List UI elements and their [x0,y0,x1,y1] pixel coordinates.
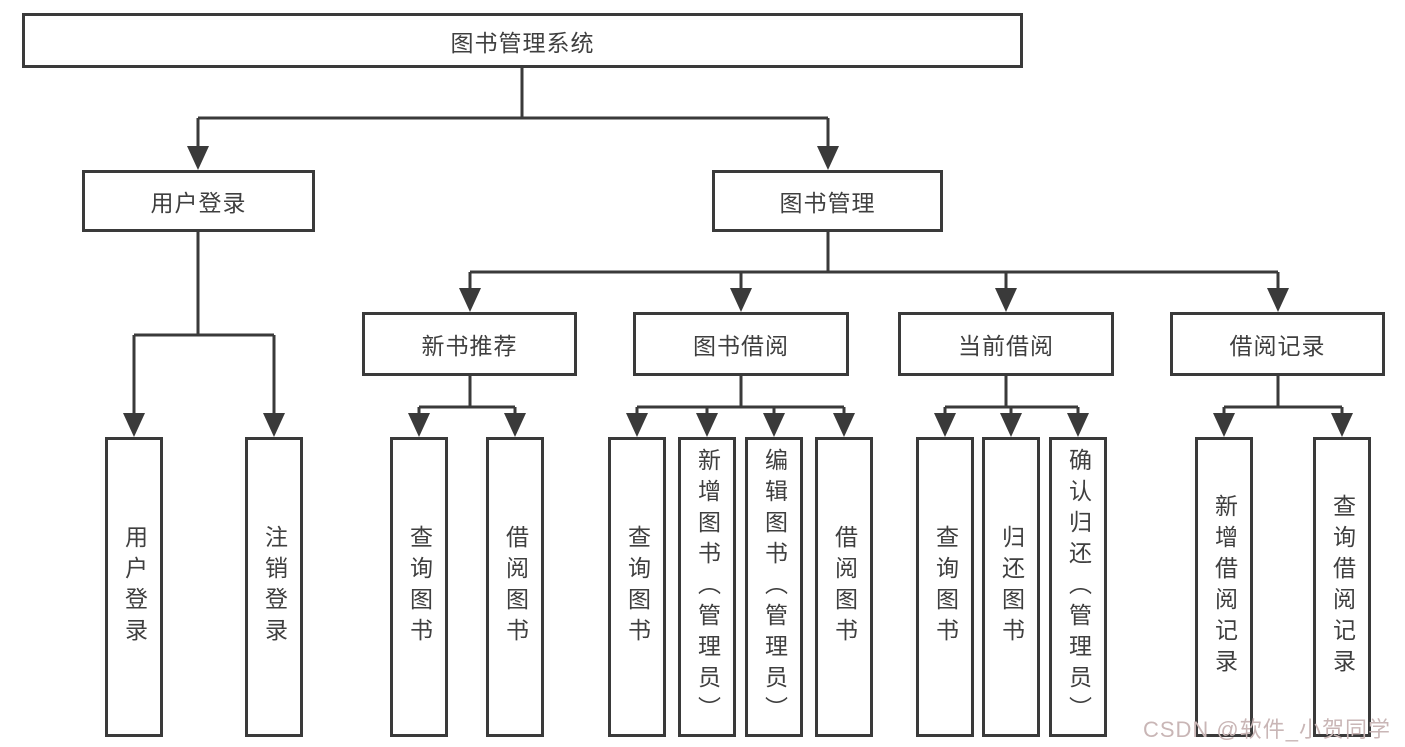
arrowhead-icon [187,146,209,170]
arrowhead-icon [408,413,430,437]
node-leaf-bb-add-book-admin-label: 新增图书（管理员） [694,447,721,727]
node-leaf-cb-return-book-label: 归还图书 [998,525,1025,649]
node-leaf-br-query-record-label: 查询借阅记录 [1329,494,1356,680]
arrowhead-icon [730,288,752,312]
node-leaf-cb-query-book: 查询图书 [916,437,974,737]
node-current-borrow-label: 当前借阅 [958,333,1054,359]
node-book-management: 图书管理 [712,170,943,232]
node-leaf-bb-edit-book-admin: 编辑图书（管理员） [745,437,803,737]
node-leaf-br-add-record: 新增借阅记录 [1195,437,1253,737]
node-new-book-recommend: 新书推荐 [362,312,577,376]
node-leaf-br-query-record: 查询借阅记录 [1313,437,1371,737]
node-book-management-label: 图书管理 [779,190,876,216]
node-leaf-cb-return-book: 归还图书 [982,437,1040,737]
arrowhead-icon [934,413,956,437]
node-leaf-nb-borrow-book: 借阅图书 [486,437,544,737]
arrowhead-icon [1331,413,1353,437]
arrowhead-icon [459,288,481,312]
node-root-label: 图书管理系统 [450,29,595,56]
node-book-borrow-label: 图书借阅 [693,333,789,359]
node-leaf-nb-query-book: 查询图书 [390,437,448,737]
node-borrow-records: 借阅记录 [1170,312,1385,376]
node-leaf-bb-edit-book-admin-label: 编辑图书（管理员） [761,447,788,727]
arrowhead-icon [1000,413,1022,437]
arrowhead-icon [995,288,1017,312]
node-leaf-br-add-record-label: 新增借阅记录 [1211,494,1238,680]
node-leaf-bb-borrow-book: 借阅图书 [815,437,873,737]
node-leaf-bb-borrow-book-label: 借阅图书 [831,525,858,649]
arrowhead-icon [817,146,839,170]
arrowhead-icon [1213,413,1235,437]
watermark: CSDN @软件_小贺同学 [1142,717,1391,742]
arrowhead-icon [1267,288,1289,312]
node-user-login-label: 用户登录 [150,190,247,216]
arrowhead-icon [504,413,526,437]
node-leaf-nb-borrow-book-label: 借阅图书 [502,525,529,649]
node-user-login: 用户登录 [82,170,315,232]
tree-edges [132,68,1344,413]
node-borrow-records-label: 借阅记录 [1229,333,1326,359]
node-leaf-bb-query-book-label: 查询图书 [624,525,651,649]
arrowhead-icon [833,413,855,437]
arrowhead-icon [626,413,648,437]
arrowhead-icon [123,413,145,437]
node-leaf-user-login: 用户登录 [105,437,163,737]
node-leaf-logout-login-label: 注销登录 [261,525,288,649]
arrowhead-icon [763,413,785,437]
node-current-borrow: 当前借阅 [898,312,1114,376]
node-leaf-user-login-label: 用户登录 [121,525,148,649]
node-leaf-logout-login: 注销登录 [245,437,303,737]
node-leaf-nb-query-book-label: 查询图书 [406,525,433,649]
arrowhead-icon [263,413,285,437]
node-root: 图书管理系统 [22,13,1023,68]
node-new-book-recommend-label: 新书推荐 [421,333,518,359]
node-leaf-bb-add-book-admin: 新增图书（管理员） [678,437,736,737]
arrowhead-icon [696,413,718,437]
node-leaf-cb-confirm-return-admin: 确认归还（管理员） [1049,437,1107,737]
node-book-borrow: 图书借阅 [633,312,849,376]
node-leaf-bb-query-book: 查询图书 [608,437,666,737]
node-leaf-cb-query-book-label: 查询图书 [932,525,959,649]
arrowhead-icon [1067,413,1089,437]
node-leaf-cb-confirm-return-admin-label: 确认归还（管理员） [1065,447,1092,727]
